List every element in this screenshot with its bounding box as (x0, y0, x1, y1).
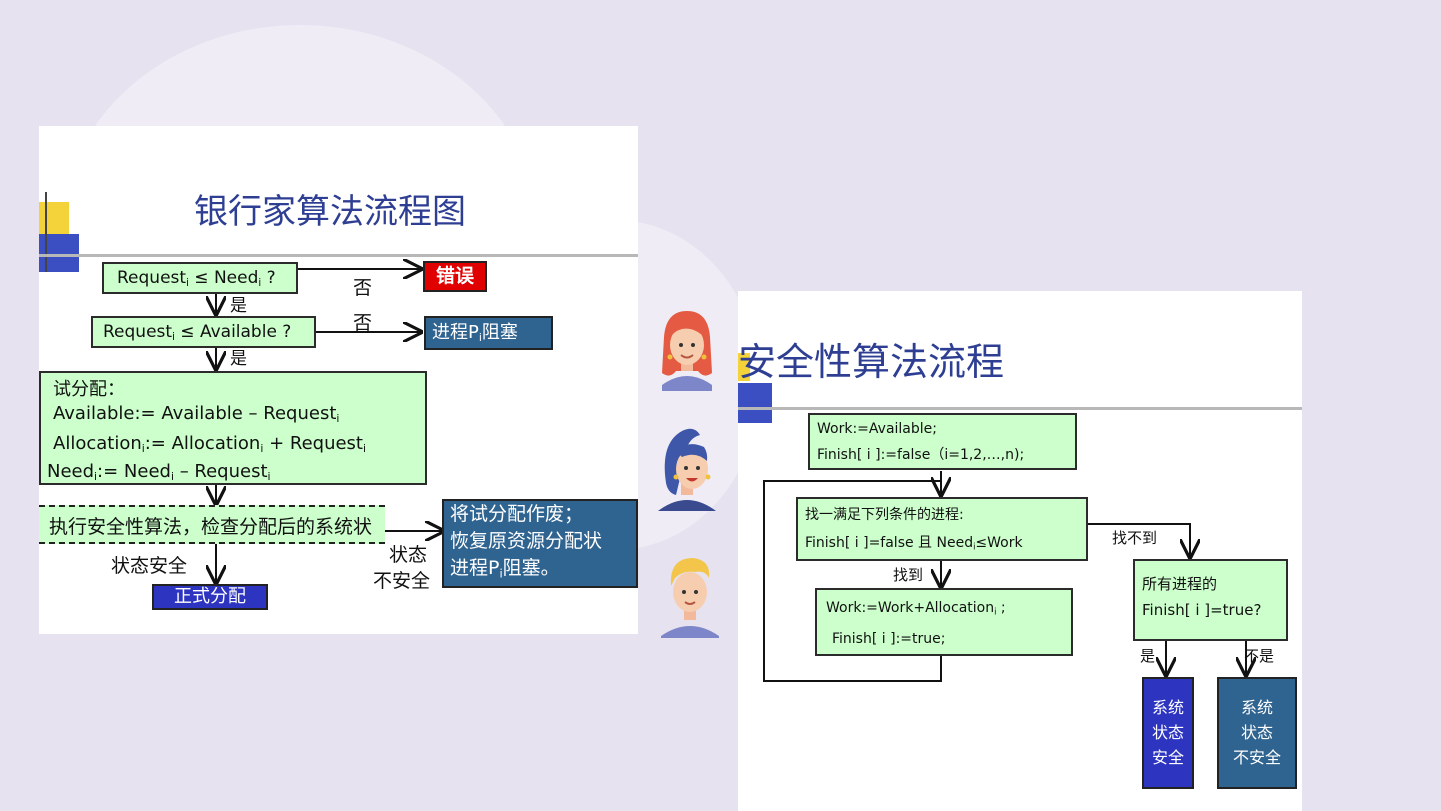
title-rule-vertical (45, 192, 47, 272)
all-line-1: 所有进程的 (1142, 575, 1218, 593)
trial-line-1: Available:= Available – Requesti (53, 403, 340, 426)
error-box: 错误 (423, 261, 487, 292)
trial-line-3: Needi:= Needi – Requesti (47, 461, 271, 484)
state-unsafe-label-1: 状态 (389, 544, 428, 566)
init-box: Work:=Available; Finish[ i ]:=false（i=1,… (808, 413, 1077, 470)
update-line-1: Work:=Work+Allocationi ; (826, 600, 1006, 617)
no-label-2: 否 (353, 312, 373, 334)
update-line-2: Finish[ i ]:=true; (832, 630, 946, 647)
rollback-line-2: 恢复原资源分配状 (450, 530, 603, 552)
no-label: 不是 (1244, 647, 1275, 665)
banker-title: 银行家算法流程图 (194, 192, 466, 232)
title-rule (39, 254, 638, 257)
woman-blue-hair-icon (658, 428, 716, 511)
trial-line-2: Allocationi:= Allocationi + Requesti (53, 433, 366, 456)
safety-connectors (763, 471, 1302, 682)
available-check-box: Requesti ≤ Available ? (91, 316, 316, 348)
woman-red-hair-icon (662, 311, 712, 391)
title-deco-yellow-2 (738, 353, 750, 381)
need-check-box: Requesti ≤ Needi ? (102, 262, 298, 294)
banker-connectors (39, 126, 638, 634)
safe-line-2: 状态 (1151, 723, 1184, 742)
yes-label-2: 是 (230, 349, 247, 369)
not-found-label: 找不到 (1112, 529, 1158, 547)
safe-line-1: 系统 (1151, 698, 1184, 717)
found-label: 找到 (893, 566, 924, 584)
safety-check-label: 执行安全性算法，检查分配后的系统状 (49, 516, 373, 538)
no-label-1: 否 (353, 277, 373, 299)
formal-allocation-box: 正式分配 (152, 584, 268, 610)
formal-allocation-label: 正式分配 (174, 586, 246, 607)
unsafe-line-2: 状态 (1240, 723, 1273, 742)
all-line-2: Finish[ i ]=true? (1142, 601, 1262, 619)
error-label: 错误 (435, 265, 474, 287)
unsafe-line-1: 系统 (1240, 698, 1273, 717)
title-deco-yellow (39, 202, 69, 236)
banker-algorithm-slide: 银行家算法流程图 Requesti ≤ Needi ? 否 错误 是 Reque… (39, 126, 638, 634)
init-line-1: Work:=Available; (817, 421, 937, 437)
safety-title: 安全性算法流程 (738, 340, 1005, 384)
trial-allocation-box: 试分配： Available:= Available – Requesti Al… (39, 371, 427, 485)
find-line-1: 找一满足下列条件的进程: (805, 507, 964, 523)
rollback-line-1: 将试分配作废； (450, 503, 584, 525)
init-line-2: Finish[ i ]:=false（i=1,2,…,n); (817, 447, 1025, 463)
block-box: 进程Pi阻塞 (424, 316, 553, 350)
state-unsafe-label-2: 不安全 (373, 570, 431, 592)
state-safe-label: 状态安全 (111, 555, 188, 577)
find-process-box: 找一满足下列条件的进程: Finish[ i ]=false 且 Needi≤W… (796, 497, 1088, 561)
safety-algorithm-slide: 安全性算法流程 Work:=Available; Finish[ i ]:=fa… (738, 291, 1302, 811)
find-line-2: Finish[ i ]=false 且 Needi≤Work (805, 535, 1023, 552)
yes-label-1: 是 (230, 296, 247, 316)
all-finished-box: 所有进程的 Finish[ i ]=true? (1133, 559, 1288, 641)
man-blond-hair-icon (661, 558, 719, 638)
title-rule-2 (738, 407, 1302, 410)
system-safe-box: 系统 状态 安全 (1142, 677, 1194, 789)
trial-heading: 试分配： (53, 379, 125, 400)
safety-check-box: 执行安全性算法，检查分配后的系统状 (39, 505, 385, 544)
yes-label: 是 (1140, 647, 1156, 665)
rollback-line-3: 进程Pi阻塞。 (450, 557, 560, 581)
rollback-box: 将试分配作废； 恢复原资源分配状 进程Pi阻塞。 (442, 499, 638, 588)
title-deco-blue-2 (738, 383, 772, 423)
safe-line-3: 安全 (1151, 748, 1184, 767)
update-work-box: Work:=Work+Allocationi ; Finish[ i ]:=tr… (815, 588, 1073, 656)
system-unsafe-box: 系统 状态 不安全 (1217, 677, 1297, 789)
unsafe-line-3: 不安全 (1232, 748, 1281, 767)
